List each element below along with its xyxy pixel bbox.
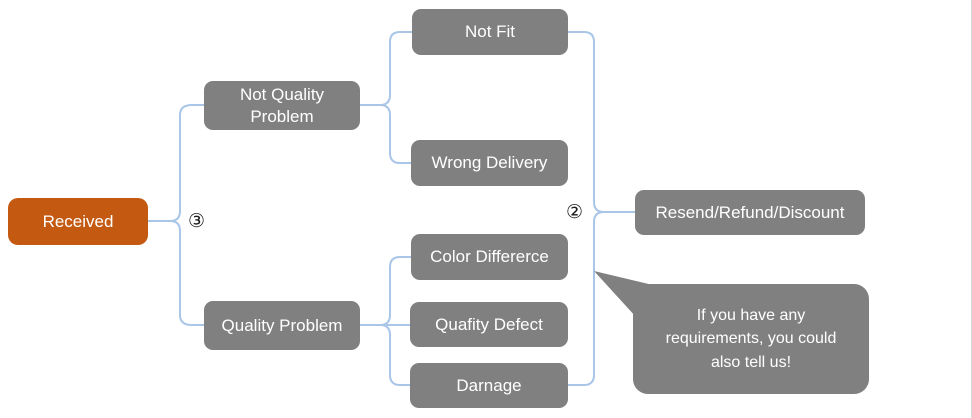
node-label: Not Fit xyxy=(464,22,516,42)
branch-marker-3: ③ xyxy=(188,210,206,232)
node-damage: Darnage xyxy=(410,363,568,408)
connector-root-to-not-quality-problem xyxy=(147,104,205,222)
callout-text: If you have any requirements, you could … xyxy=(665,307,837,371)
connector-qp-to-damage xyxy=(359,324,411,386)
node-label: Resend/Refund/Discount xyxy=(655,202,845,222)
node-label: Darnage xyxy=(456,375,522,395)
node-label: Received xyxy=(42,211,114,231)
node-color-difference: Color Differerce xyxy=(411,234,568,280)
node-label: Quality Problem xyxy=(221,315,343,335)
node-received: Received xyxy=(8,198,148,245)
connector-nqp-to-not-fit xyxy=(359,31,413,106)
connector-qp-to-color-difference xyxy=(359,256,412,326)
node-label: Quafity Defect xyxy=(435,314,543,334)
node-label: Color Differerce xyxy=(430,247,549,267)
node-resend-refund-discount: Resend/Refund/Discount xyxy=(635,190,865,235)
connector-nqp-to-wrong-delivery xyxy=(359,104,412,164)
node-wrong-delivery: Wrong Delivery xyxy=(411,140,568,186)
branch-marker-2: ② xyxy=(566,201,584,223)
connector-root-to-quality-problem xyxy=(147,220,205,326)
node-quality-problem: Quality Problem xyxy=(204,301,360,350)
node-label: Wrong Delivery xyxy=(431,153,548,173)
node-not-quality-problem: Not Quality Problem xyxy=(204,81,360,130)
node-label: Not Quality Problem xyxy=(239,85,325,126)
connector-bracket-to-outcome-bottom xyxy=(567,211,605,386)
node-quality-defect: Quafity Defect xyxy=(410,302,568,347)
callout-bubble: If you have any requirements, you could … xyxy=(633,284,869,394)
node-not-fit: Not Fit xyxy=(412,9,568,55)
connector-bracket-to-outcome-top xyxy=(567,31,636,213)
